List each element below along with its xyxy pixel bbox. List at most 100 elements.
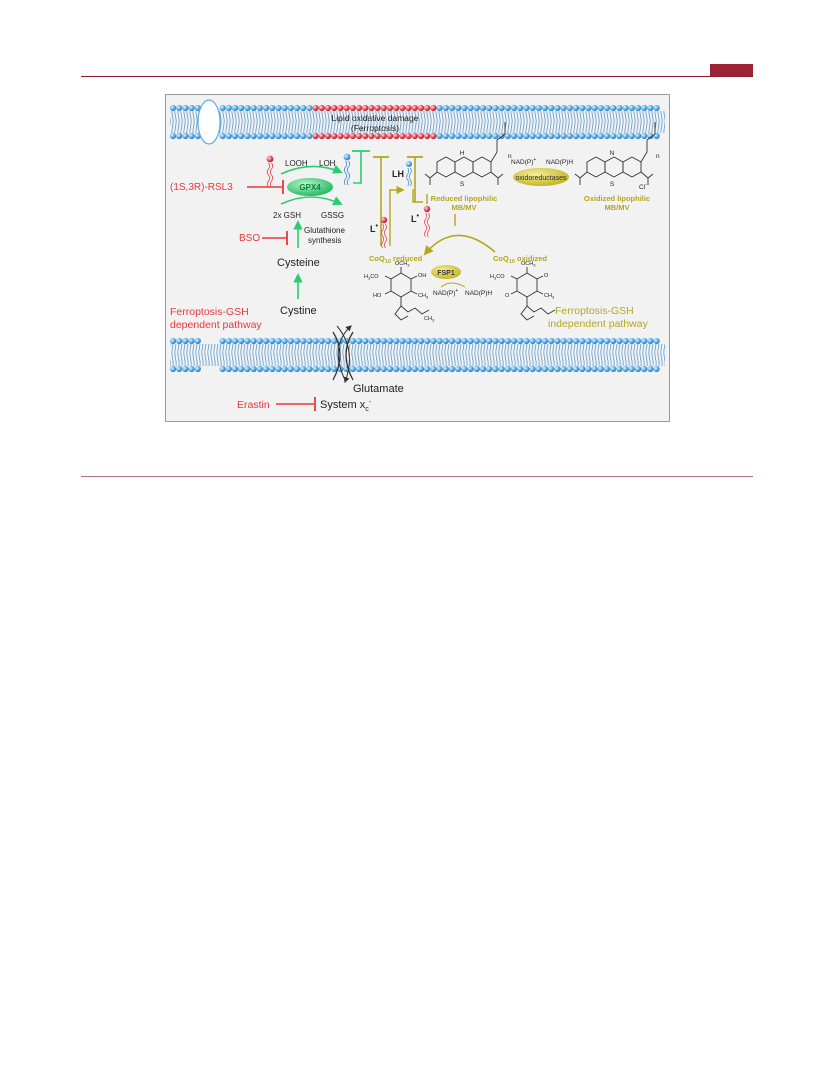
lipid-head (523, 132, 530, 140)
lipid-head (374, 365, 381, 373)
lipid-head (281, 132, 288, 140)
lipid-head (182, 132, 189, 140)
lipid-head (225, 337, 232, 345)
oxidized-lipid-head (405, 104, 412, 112)
oxidized-lipid-head (355, 132, 363, 140)
oxidized-lipid-head (349, 132, 356, 140)
lipid-head (461, 337, 468, 345)
oxidized-lipid-head (368, 104, 375, 112)
lipid-head (597, 104, 604, 112)
looh-label: LOOH (285, 159, 308, 168)
lipid-head (622, 104, 629, 112)
oxidized-lipid-head (337, 132, 344, 140)
lipid-head (331, 365, 338, 373)
lipid-head (498, 337, 505, 345)
lipid-head (603, 365, 611, 373)
lipid-head (616, 132, 623, 140)
oxidized-mb-structure (574, 122, 656, 185)
system-xc-transporter (332, 325, 354, 384)
looh-to-loh-arrow (280, 164, 343, 175)
lipid-head (504, 365, 511, 373)
oxidized-lipid-head (368, 132, 375, 140)
lipid-head (238, 104, 245, 112)
lipid-head (504, 104, 511, 112)
lipid-head (362, 365, 369, 373)
reduced-mb-label-1: Reduced lipophilic (431, 194, 498, 203)
lipid-head (541, 365, 549, 373)
ferroptosis-pathway-figure: Lipid oxidative damage (Ferroptosis) LOO… (165, 94, 670, 422)
bottom-membrane (169, 337, 665, 373)
lipid-head (225, 132, 232, 140)
lipid-head (312, 365, 319, 373)
lipid-head (244, 337, 251, 345)
header-tab (710, 64, 753, 76)
lipid-head (510, 337, 518, 345)
lipid-head (417, 365, 425, 373)
lipid-head (380, 365, 387, 373)
lipid-head (448, 337, 456, 345)
cystine-label: Cystine (280, 305, 317, 317)
lipid-head (331, 337, 338, 345)
lipid-head (492, 132, 499, 140)
lipid-head (269, 104, 276, 112)
lh-label: LH (392, 169, 404, 179)
lipid-head (486, 365, 493, 373)
lipid-head (250, 132, 257, 140)
coq-red-tail-ch3: CH3 (424, 316, 435, 323)
lipid-head (256, 365, 263, 373)
system-xc-label: System xc- (320, 399, 372, 413)
glutathione-label: Glutathione (304, 226, 345, 235)
oxidized-lipid-head (362, 132, 369, 140)
lipid-head (603, 132, 611, 140)
lipid-head (386, 365, 394, 373)
lipid-head (188, 132, 195, 140)
lipid-head (560, 365, 567, 373)
lipid-head (176, 104, 183, 112)
looh-lipid-icon (266, 155, 274, 188)
lipid-head (585, 104, 592, 112)
lipid-head (176, 337, 183, 345)
coq-red-och3: OCH3 (395, 261, 410, 268)
l-radical-lipid-icon-1 (380, 216, 388, 249)
oxidized-lipid-head (430, 132, 437, 140)
lipid-head (560, 104, 567, 112)
lipid-head (479, 104, 487, 112)
nadph-label-fsp1: NAD(P)H (465, 290, 492, 297)
oxidized-mb-n-letter: n (656, 153, 660, 160)
oxidized-lipid-head (318, 104, 325, 112)
lipid-head (523, 337, 530, 345)
lipid-head (355, 337, 363, 345)
lipid-head (275, 104, 282, 112)
lipid-head (169, 337, 177, 345)
lipid-head (225, 104, 232, 112)
lipid-head (634, 365, 642, 373)
lipid-head (244, 365, 251, 373)
lipid-head (405, 337, 412, 345)
lipid-head (275, 132, 282, 140)
lipid-head (622, 337, 629, 345)
oxidized-lipid-head (399, 104, 406, 112)
lipid-head (523, 104, 530, 112)
lipid-head (176, 132, 183, 140)
oxidoreductases-label: oxidoreductases (516, 175, 567, 182)
lipid-head (194, 337, 201, 345)
lipid-head (653, 132, 660, 140)
lipid-head (597, 132, 604, 140)
lipid-head (455, 132, 462, 140)
oxidized-lipid-head (312, 132, 319, 140)
lipid-head (572, 104, 580, 112)
lipid-head (628, 132, 635, 140)
bso-label: BSO (239, 233, 260, 244)
lipid-head (318, 337, 325, 345)
lipid-head (275, 365, 282, 373)
oxidized-lipid-head (331, 132, 338, 140)
lipid-head (436, 104, 443, 112)
lipid-head (436, 132, 443, 140)
lipid-head (300, 104, 307, 112)
lipid-head (498, 365, 505, 373)
reduced-mb-n: n (508, 153, 512, 160)
footer-rule (81, 476, 753, 477)
lipid-head (219, 104, 226, 112)
oxidized-lipid-head (417, 104, 425, 112)
lipid-head (188, 365, 195, 373)
